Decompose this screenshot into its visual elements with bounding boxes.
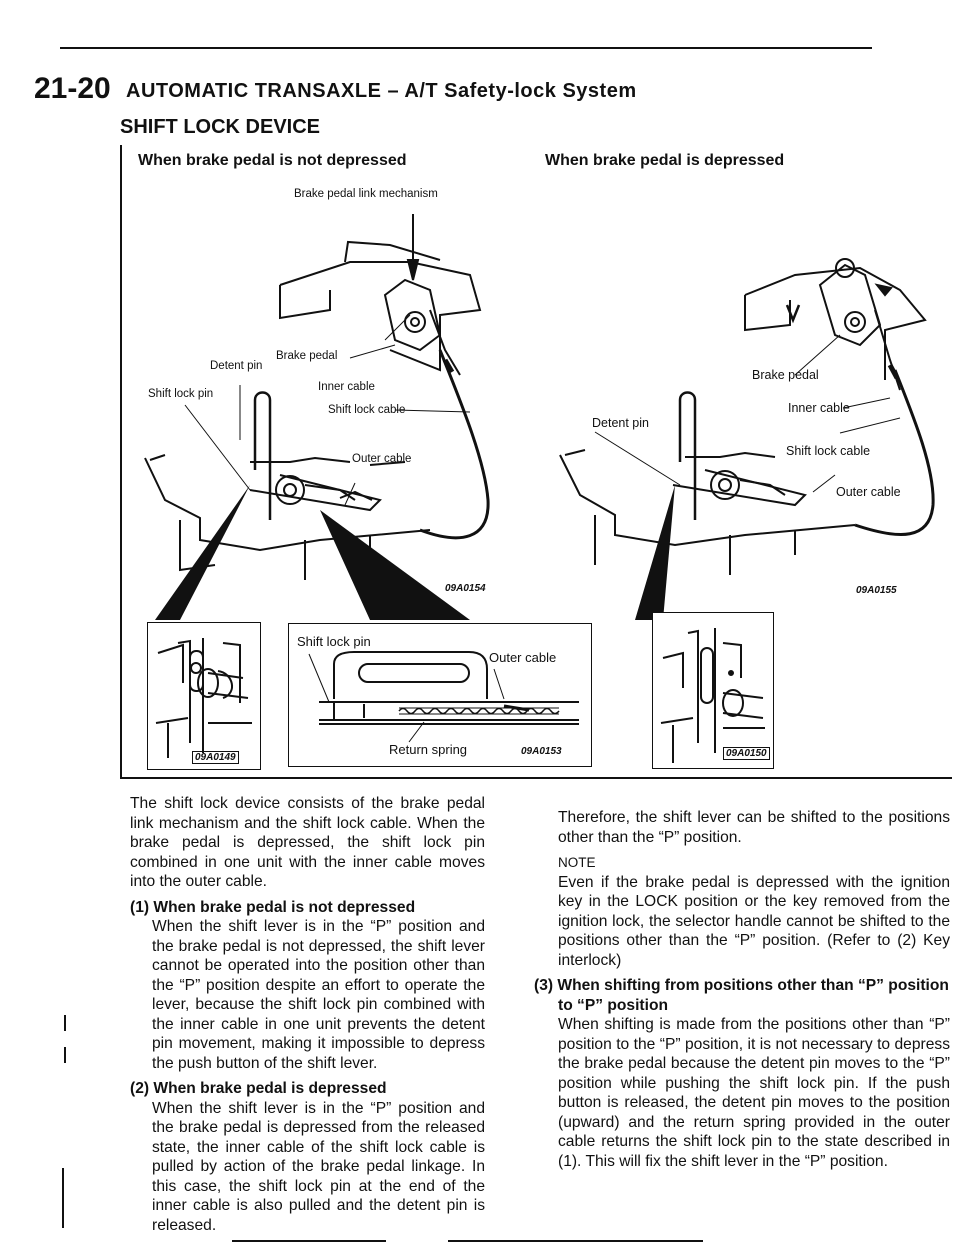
brake-pedal-mechanism-right bbox=[559, 258, 935, 620]
label-shift-lock-cable-left: Shift lock cable bbox=[328, 404, 406, 416]
note-label: NOTE bbox=[558, 855, 596, 870]
inset-shift-lock-pin-detail: Shift lock pin Outer cable Return spring… bbox=[288, 623, 592, 767]
figure-code-inset-left: 09A0149 bbox=[192, 751, 239, 764]
paragraph-depressed-continued: Therefore, the shift lever can be shifte… bbox=[558, 809, 950, 846]
label-detent-pin-left: Detent pin bbox=[210, 360, 263, 372]
right-text-column: Therefore, the shift lever can be shifte… bbox=[522, 808, 950, 1171]
label-shift-lock-pin-left: Shift lock pin bbox=[148, 388, 214, 400]
heading-not-depressed: (1) When brake pedal is not depressed bbox=[130, 898, 416, 916]
paragraph-shifting-to-p: When shifting is made from the positions… bbox=[558, 1016, 950, 1170]
heading-depressed: (2) When brake pedal is depressed bbox=[130, 1080, 387, 1097]
page-number: 21-20 bbox=[34, 72, 111, 105]
label-outer-cable-left: Outer cable bbox=[352, 453, 412, 465]
heading-shifting-to-p: (3) When shifting from positions other t… bbox=[534, 977, 949, 1014]
caption-not-depressed: When brake pedal is not depressed bbox=[138, 152, 407, 169]
footer-rule-right bbox=[448, 1240, 703, 1242]
label-outer-cable-right: Outer cable bbox=[836, 485, 901, 499]
header-top-rule bbox=[60, 47, 872, 49]
label-shift-lock-cable-right: Shift lock cable bbox=[786, 444, 871, 458]
caption-depressed: When brake pedal is depressed bbox=[545, 152, 785, 169]
label-detent-pin-right: Detent pin bbox=[592, 416, 649, 430]
figure-code-inset-center: 09A0153 bbox=[521, 746, 562, 757]
label-return-spring-inset: Return spring bbox=[389, 742, 468, 757]
label-inner-cable-left: Inner cable bbox=[318, 381, 375, 393]
inset-detent-not-depressed: 09A0149 bbox=[147, 622, 261, 770]
page-title: AUTOMATIC TRANSAXLE – A/T Safety-lock Sy… bbox=[126, 80, 637, 102]
figure-bottom-rule bbox=[120, 777, 952, 779]
label-outer-cable-inset: Outer cable bbox=[489, 650, 557, 665]
figure-code-inset-right: 09A0150 bbox=[723, 747, 770, 760]
paragraph-depressed: When the shift lever is in the “P” posit… bbox=[152, 1099, 485, 1234]
figure-left-border bbox=[120, 145, 122, 778]
label-shift-lock-pin-inset: Shift lock pin bbox=[297, 634, 371, 649]
figure-code-right: 09A0155 bbox=[856, 585, 897, 596]
label-inner-cable-right: Inner cable bbox=[788, 401, 850, 415]
figure-code-left: 09A0154 bbox=[445, 583, 486, 594]
left-text-column: The shift lock device consists of the br… bbox=[130, 794, 485, 1235]
label-brake-pedal-link-mechanism: Brake pedal link mechanism bbox=[294, 188, 438, 200]
header-bottom-rule bbox=[30, 110, 935, 112]
margin-mark bbox=[64, 1047, 66, 1063]
brake-pedal-mechanism-left bbox=[144, 214, 490, 620]
margin-mark bbox=[62, 1168, 64, 1228]
paragraph-not-depressed: When the shift lever is in the “P” posit… bbox=[152, 918, 485, 1072]
margin-mark bbox=[64, 1015, 66, 1031]
footer-rule-left bbox=[232, 1240, 386, 1242]
section-title: SHIFT LOCK DEVICE bbox=[120, 116, 321, 138]
label-brake-pedal-right: Brake pedal bbox=[752, 368, 819, 382]
inset-detent-depressed: 09A0150 bbox=[652, 612, 774, 769]
intro-paragraph: The shift lock device consists of the br… bbox=[130, 795, 485, 890]
label-brake-pedal-left: Brake pedal bbox=[276, 350, 338, 362]
note-text: Even if the brake pedal is depressed wit… bbox=[558, 873, 950, 969]
